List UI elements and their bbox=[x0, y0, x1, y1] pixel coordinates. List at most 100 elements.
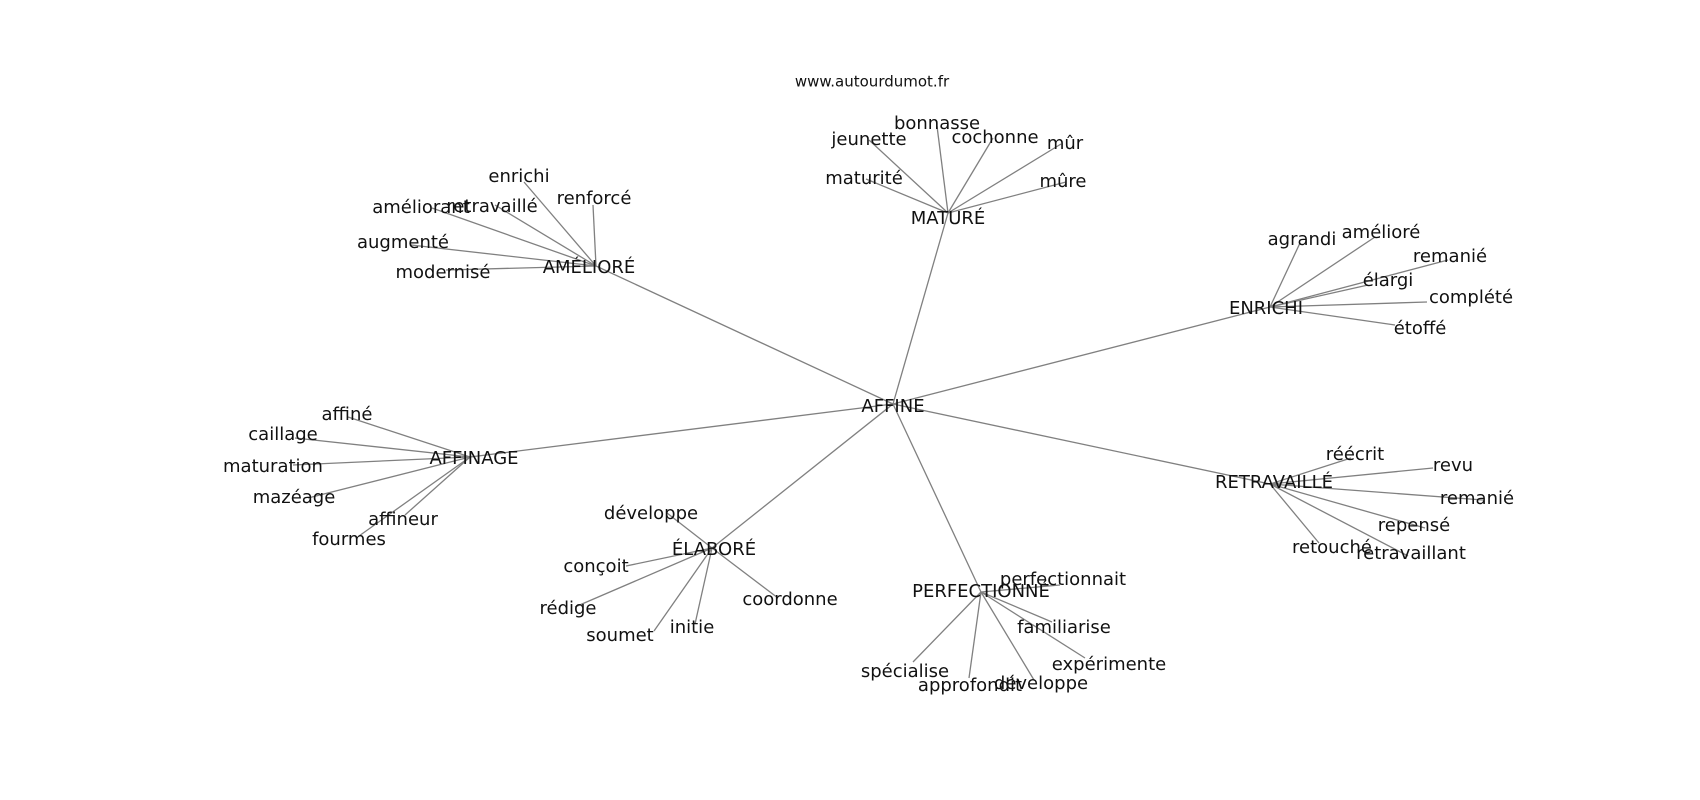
leaf-edge bbox=[1269, 483, 1484, 501]
leaf-edge bbox=[1269, 306, 1396, 326]
leaf-node-label: maturation bbox=[223, 456, 323, 477]
branch-node-label: AMÉLIORÉ bbox=[543, 256, 636, 278]
leaf-edge bbox=[694, 547, 713, 625]
hub-edge bbox=[892, 403, 1271, 485]
leaf-node-label: spécialise bbox=[861, 661, 949, 682]
leaf-edge bbox=[445, 265, 597, 271]
leaf-node-label: affineur bbox=[368, 509, 438, 530]
graph-edges bbox=[292, 125, 1484, 681]
leaf-node-label: retravaillé bbox=[446, 196, 537, 217]
leaf-edge bbox=[431, 207, 597, 267]
leaf-node-label: jeunette bbox=[830, 129, 906, 150]
leaf-edge bbox=[1269, 284, 1369, 308]
leaf-edge bbox=[1269, 242, 1301, 308]
leaf-edge bbox=[1269, 457, 1352, 485]
branch-node-label: ÉLABORÉ bbox=[672, 538, 756, 560]
leaf-node-label: mûr bbox=[1047, 133, 1084, 154]
leaf-edge bbox=[292, 456, 471, 466]
leaf-edge bbox=[294, 437, 471, 458]
leaf-node-label: perfectionnait bbox=[1000, 569, 1126, 590]
leaf-edge bbox=[666, 512, 713, 549]
leaf-node-label: améliorant bbox=[372, 197, 470, 218]
leaf-node-label: bonnasse bbox=[894, 113, 980, 134]
leaf-node-label: repensé bbox=[1378, 515, 1450, 536]
leaf-edge bbox=[307, 456, 471, 499]
leaf-edge bbox=[947, 143, 1062, 214]
leaf-edge bbox=[1269, 483, 1320, 544]
leaf-node-label: réécrit bbox=[1326, 444, 1385, 465]
leaf-node-label: rédige bbox=[539, 598, 596, 619]
leaf-edge bbox=[410, 244, 597, 267]
hub-edge bbox=[469, 403, 894, 458]
leaf-edge bbox=[1269, 259, 1449, 308]
leaf-node-label: initie bbox=[670, 617, 715, 638]
branch-node-label: AFFINAGE bbox=[429, 448, 518, 469]
leaf-node-label: soumet bbox=[586, 625, 653, 646]
leaf-node-label: amélioré bbox=[1342, 222, 1421, 243]
hub-edge bbox=[892, 306, 1271, 405]
leaf-edge bbox=[625, 547, 713, 567]
leaf-edge bbox=[358, 456, 471, 537]
root-node-label: AFFINE bbox=[861, 396, 924, 417]
leaf-edge bbox=[936, 125, 949, 214]
leaf-edge bbox=[980, 591, 1035, 681]
branch-node-label: RETRAVAILLÉ bbox=[1215, 471, 1333, 493]
leaf-node-label: modernisé bbox=[396, 262, 491, 283]
leaf-node-label: expérimente bbox=[1052, 654, 1166, 675]
leaf-edge bbox=[1269, 467, 1434, 485]
leaf-edge bbox=[947, 137, 994, 214]
leaf-node-label: retravaillant bbox=[1356, 543, 1466, 564]
leaf-edge bbox=[980, 591, 1086, 659]
leaf-node-label: élargi bbox=[1363, 270, 1414, 291]
leaf-node-label: coordonne bbox=[742, 589, 837, 610]
leaf-node-label: maturité bbox=[825, 168, 903, 189]
leaf-node-label: étoffé bbox=[1394, 318, 1447, 339]
leaf-edge bbox=[968, 591, 982, 679]
leaf-node-label: remanié bbox=[1413, 246, 1487, 267]
leaf-node-label: cochonne bbox=[951, 127, 1038, 148]
leaf-edge bbox=[868, 139, 949, 214]
leaf-edge bbox=[1269, 483, 1409, 557]
leaf-edge bbox=[347, 416, 471, 458]
hub-edge bbox=[892, 403, 982, 593]
leaf-node-label: affiné bbox=[322, 404, 373, 425]
hub-edge bbox=[595, 265, 894, 405]
leaf-edge bbox=[653, 547, 713, 632]
branch-node-label: PERFECTIONNÉ bbox=[912, 580, 1050, 602]
leaf-edge bbox=[1269, 236, 1376, 308]
leaf-node-label: fourmes bbox=[312, 529, 386, 550]
leaf-node-label: enrichi bbox=[488, 166, 549, 187]
leaf-edge bbox=[523, 181, 597, 267]
leaf-node-label: conçoit bbox=[563, 556, 628, 577]
hub-edge bbox=[711, 403, 894, 549]
branch-node-label: MATURÉ bbox=[911, 207, 986, 229]
branch-node-label: ENRICHI bbox=[1229, 298, 1303, 319]
leaf-node-label: caillage bbox=[248, 424, 317, 445]
leaf-edge bbox=[912, 591, 982, 663]
leaf-edge bbox=[592, 204, 597, 267]
leaf-edge bbox=[574, 547, 713, 608]
leaf-node-label: développe bbox=[604, 503, 698, 524]
leaf-edge bbox=[980, 591, 1053, 623]
leaf-edge bbox=[980, 584, 1061, 593]
leaf-edge bbox=[404, 456, 471, 516]
leaf-edge bbox=[947, 181, 1067, 214]
leaf-node-label: approfondit bbox=[918, 675, 1022, 696]
leaf-node-label: augmenté bbox=[357, 232, 449, 253]
leaf-node-label: mazéage bbox=[253, 487, 336, 508]
leaf-node-label: complété bbox=[1429, 287, 1513, 308]
hub-edge bbox=[892, 212, 949, 405]
leaf-node-label: familiarise bbox=[1017, 617, 1111, 638]
leaf-edge bbox=[865, 178, 949, 214]
leaf-node-label: mûre bbox=[1039, 171, 1086, 192]
leaf-node-label: revu bbox=[1433, 455, 1473, 476]
leaf-node-label: retouché bbox=[1292, 537, 1372, 558]
leaf-node-label: renforcé bbox=[557, 188, 632, 209]
leaf-edge bbox=[1269, 483, 1426, 529]
leaf-node-label: agrandi bbox=[1268, 229, 1337, 250]
leaf-edge bbox=[1269, 301, 1428, 308]
site-credit: www.autourdumot.fr bbox=[795, 73, 950, 91]
leaf-edge bbox=[494, 204, 597, 267]
